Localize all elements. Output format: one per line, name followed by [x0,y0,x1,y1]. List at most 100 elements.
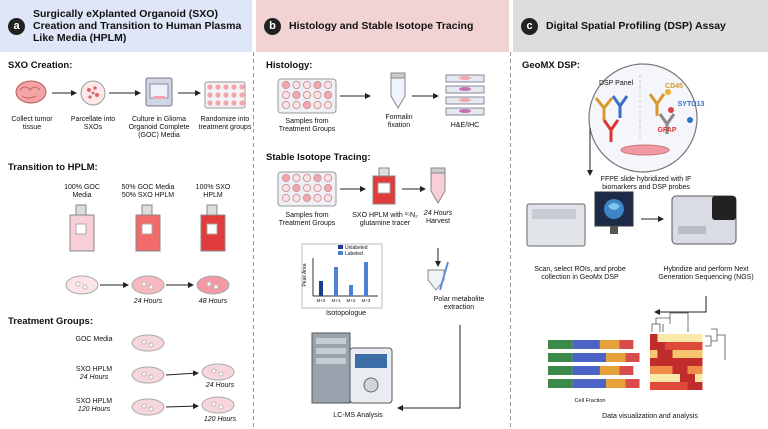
well [313,100,322,110]
well-plate-a [204,81,246,109]
dendrogram-side [705,328,726,360]
heatmap-cell [650,334,658,342]
well [313,173,322,183]
well [313,193,322,203]
flask-hplm-label: 100% SXO HPLM [195,184,231,199]
tick-m2: M+2 [346,298,356,303]
panel-a-header: a Surgically eXplanted Organoid (SXO) Cr… [0,0,252,52]
heatmap-cell [650,342,658,350]
chart-ylabel: Peak Area [302,263,308,287]
heatmap-cell [695,358,703,366]
legend-swatch-labeled [338,251,343,255]
stacked-bar-segment [548,340,573,349]
heatmap-cell [650,382,658,390]
step-culture: Culture in Glioma Organoid Complete (GOC… [128,116,190,139]
formalin-tube-icon [390,72,406,109]
panel-a-title: Surgically eXplanted Organoid (SXO) Crea… [33,8,242,44]
harvest-time: 24 Hours [423,210,453,217]
group-goc-label: GOC Media [75,336,113,343]
heatmap-cell [657,350,665,358]
time-48h: 48 Hours [198,298,228,305]
dish-row-transition [65,275,230,295]
heatmap-cell [665,334,673,342]
well [292,100,301,110]
heatmap-cell [680,350,688,358]
group-hplm-24-label: SXO HPLM [75,366,113,373]
fixation-label: Formalin fixation [385,114,413,129]
heatmap-cell [687,366,695,374]
stacked-bar-segment [619,340,634,349]
heatmap-cell [680,382,688,390]
step-randomize: Randomize into treatment groups [198,116,252,131]
panel-c-letter: c [521,17,538,35]
viz-label: Data visualization and analysis [602,413,698,420]
marker-cd45: CD45 [665,83,683,90]
dsp-circle [588,63,698,173]
heatmap-cell [695,366,703,374]
well [223,84,229,90]
well-plate-histology [277,78,337,114]
heatmap-cell [657,374,665,382]
geomx-instrument-icon [526,191,634,247]
heatmap-cell [657,366,665,374]
stacked-bar-segment [606,379,626,388]
heatmap-cell [672,342,680,350]
well [302,173,312,183]
ffpe-label: FFPE slide hybridized with IF biomarkers… [600,176,692,191]
step-parcellate: Parcellate into SXOs [70,116,116,131]
well [239,84,245,90]
marker-syto13: SYTO13 [677,101,705,108]
stacked-bar-segment [548,366,573,375]
antibody-icons [594,93,676,142]
cell-fraction-chart [548,340,640,388]
well [292,173,301,183]
heatmap-cell [695,382,703,390]
dsp-panel-label: DSP Panel [598,80,634,87]
heatmap-cell [650,358,658,366]
group-hplm-24-time: 24 Hours [79,374,109,381]
well [207,92,213,98]
heatmap-cell [680,374,688,382]
well [223,92,229,98]
legend-swatch-unlabeled [338,245,343,249]
flask-goc-label: 100% GOC Media [64,184,100,199]
well [281,90,291,100]
well [292,90,301,100]
heatmap-cell [657,334,665,342]
well [302,80,312,90]
ngs-label: Hybridize and perform Next Generation Se… [658,266,754,281]
stacked-bar-segment [606,353,626,362]
dish-group-goc [131,334,165,352]
well [323,80,333,90]
lcms-instrument-icon [311,332,393,404]
flask-hplm [200,204,226,252]
stacked-bar-segment [599,340,620,349]
well [323,100,333,110]
well [302,90,312,100]
sxo-creation-heading: SXO Creation: [8,60,73,71]
ngs-sequencer-icon [671,195,737,245]
flask-50-50 [135,204,161,252]
well [313,80,322,90]
heatmap-cell [687,382,695,390]
stacked-bar-segment [572,379,607,388]
heatmap-cell [680,366,688,374]
stacked-bar-segment [572,353,607,362]
stacked-bar-segment [548,379,573,388]
legend-unlabeled: Unlabeled [345,245,368,251]
heatmap-cell [665,382,673,390]
panel-c-title: Digital Spatial Profiling (DSP) Assay [546,20,726,32]
heatmap-cell [687,358,695,366]
panel-b-header: b Histology and Stable Isotope Tracing [256,0,509,52]
geomx-heading: GeoMX DSP: [522,60,581,71]
heatmap-cell [657,382,665,390]
heatmap-chart [650,312,726,390]
well [302,183,312,193]
marker-gfap: GFAP [657,127,677,134]
heatmap-cell [665,374,673,382]
group-hplm-120-label: SXO HPLM [75,398,113,405]
well [239,100,245,106]
bar-m1 [334,267,338,296]
well [207,100,213,106]
